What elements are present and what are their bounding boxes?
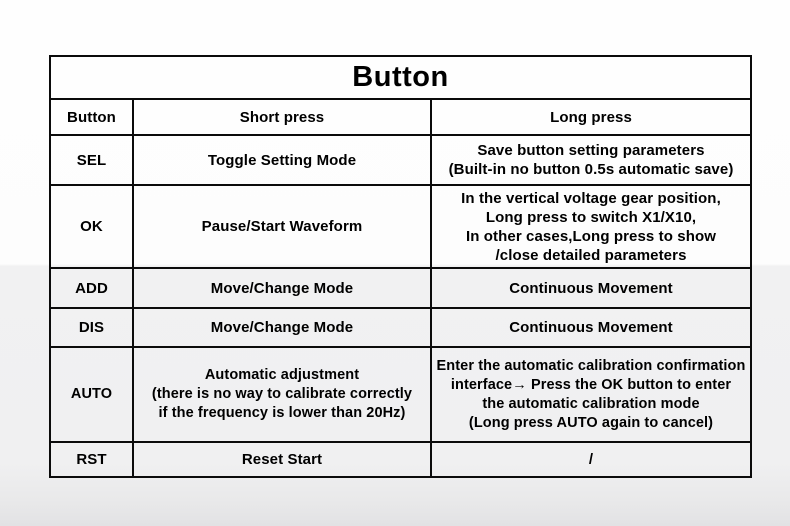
header-short-press: Short press	[132, 98, 432, 136]
table-title-row: Button	[49, 55, 752, 100]
short-press-cell: Pause/Start Waveform	[132, 184, 432, 269]
long-press-cell: Continuous Movement	[430, 307, 752, 348]
table-row-dis: DIS Move/Change Mode Continuous Movement	[49, 307, 752, 348]
button-name-cell: SEL	[49, 134, 134, 186]
button-name-cell: RST	[49, 441, 134, 478]
short-press-cell: Automatic adjustment (there is no way to…	[132, 346, 432, 443]
long-press-cell: /	[430, 441, 752, 478]
button-name-cell: DIS	[49, 307, 134, 348]
table-row-auto: AUTO Automatic adjustment (there is no w…	[49, 346, 752, 443]
long-press-cell: Continuous Movement	[430, 267, 752, 309]
table-title: Button	[49, 55, 752, 100]
table-row-ok: OK Pause/Start Waveform In the vertical …	[49, 184, 752, 269]
short-press-cell: Reset Start	[132, 441, 432, 478]
table-header-row: Button Short press Long press	[49, 98, 752, 136]
button-name-cell: OK	[49, 184, 134, 269]
header-button: Button	[49, 98, 134, 136]
short-press-cell: Toggle Setting Mode	[132, 134, 432, 186]
short-press-cell: Move/Change Mode	[132, 267, 432, 309]
button-function-table: Button Button Short press Long press SEL…	[49, 55, 752, 478]
long-press-cell: In the vertical voltage gear position, L…	[430, 184, 752, 269]
long-press-cell: Enter the automatic calibration confirma…	[430, 346, 752, 443]
short-press-cell: Move/Change Mode	[132, 307, 432, 348]
table-row-add: ADD Move/Change Mode Continuous Movement	[49, 267, 752, 309]
header-long-press: Long press	[430, 98, 752, 136]
button-name-cell: AUTO	[49, 346, 134, 443]
long-press-cell: Save button setting parameters (Built-in…	[430, 134, 752, 186]
button-name-cell: ADD	[49, 267, 134, 309]
table-row-rst: RST Reset Start /	[49, 441, 752, 478]
table-row-sel: SEL Toggle Setting Mode Save button sett…	[49, 134, 752, 186]
